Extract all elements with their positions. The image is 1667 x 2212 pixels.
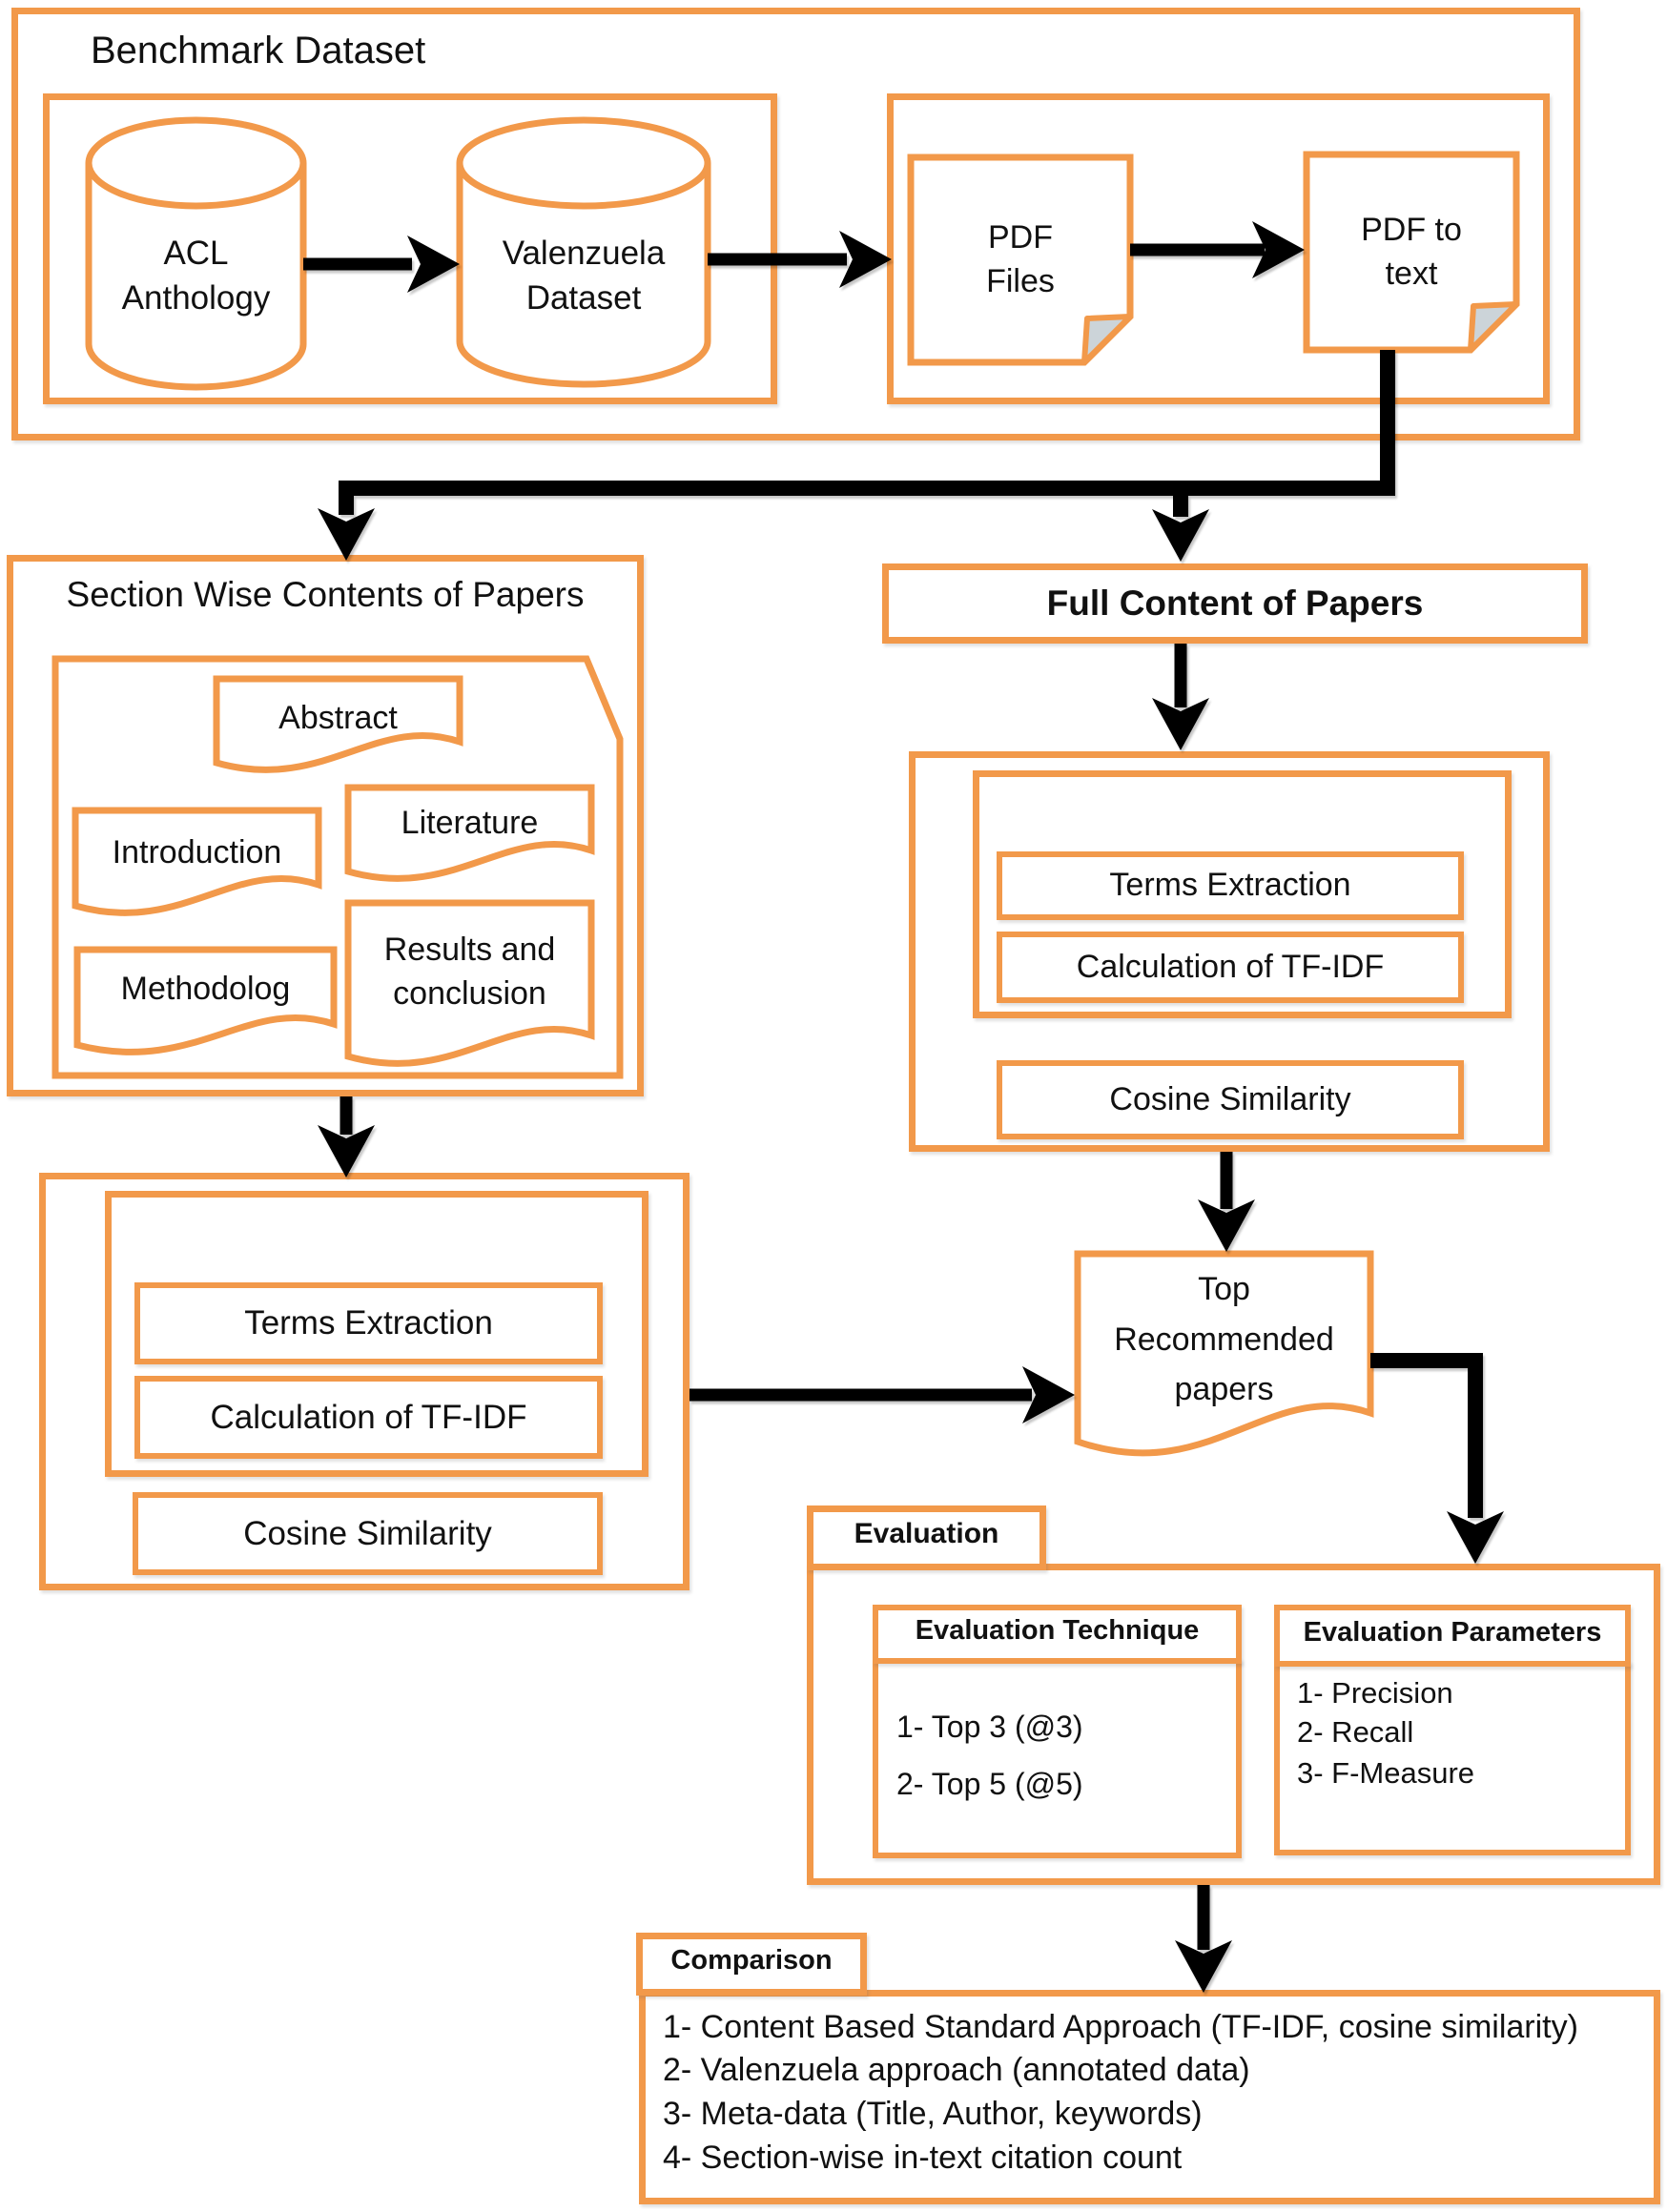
arrowhead-evaluation-to-comparison [1175, 1940, 1232, 1993]
section-tfidf-box [134, 1376, 603, 1459]
literature-label: Literature [401, 805, 539, 842]
section-terms-extraction-box [134, 1282, 603, 1364]
comparison-tab-label: Comparison [670, 1945, 833, 1976]
introduction-label: Introduction [112, 834, 282, 871]
arrowhead-to-section-wise [318, 508, 375, 561]
full-content-cosine-label: Cosine Similarity [1109, 1080, 1351, 1117]
full-content-terms-extraction-label: Terms Extraction [1109, 867, 1351, 904]
evaluation-parameters-header: Evaluation Parameters [1303, 1616, 1602, 1648]
section-cosine-label: Cosine Similarity [243, 1514, 492, 1552]
abstract-label: Abstract [278, 699, 398, 736]
arrowhead-section-to-pipeline [318, 1125, 375, 1178]
pdf-files-document-icon [907, 154, 1134, 366]
arrowhead-fullcontent-to-pipeline [1152, 698, 1209, 750]
section-tfidf-label: Calculation of TF-IDF [210, 1398, 527, 1436]
section-wise-title: Section Wise Contents of Papers [66, 575, 585, 615]
section-wise-contents-box [7, 555, 644, 1096]
evaluation-technique-item: 2- Top 5 (@5) [896, 1767, 1083, 1802]
arrowhead-acl-to-valenzuela [407, 236, 460, 293]
valenzuela-dataset-label: Valenzuela Dataset [502, 234, 666, 317]
arrowhead-leftpipeline-to-toprec [1022, 1366, 1075, 1423]
evaluation-parameters-item: 1- Precision [1297, 1676, 1453, 1710]
evaluation-technique-header: Evaluation Technique [915, 1615, 1200, 1647]
top-recommended-label: Top Recommended papers [1114, 1270, 1334, 1408]
top-recommended-doc-shape [1074, 1250, 1374, 1457]
pdf-to-text-document-icon [1303, 151, 1520, 354]
comparison-tab [636, 1933, 867, 1996]
literature-doc-shape [344, 784, 595, 882]
arrowhead-toprec-to-evaluation [1447, 1511, 1504, 1564]
benchmark-dataset-label: Benchmark Dataset [91, 30, 426, 72]
results-conclusion-label: Results and conclusion [383, 931, 556, 1012]
comparison-item: 2- Valenzuela approach (annotated data) [663, 2052, 1250, 2089]
comparison-main-box [639, 1990, 1660, 2204]
evaluation-parameters-header-box [1274, 1605, 1631, 1667]
methodology-doc-shape [73, 946, 338, 1055]
introduction-doc-shape [72, 807, 322, 916]
results-conclusion-doc-shape [344, 899, 595, 1067]
full-content-terms-extraction-box [997, 851, 1464, 920]
full-content-cosine-box [997, 1060, 1464, 1139]
connector-toprec-to-evaluation [1370, 1353, 1483, 1518]
full-content-pipeline-inner-box [973, 770, 1512, 1018]
evaluation-technique-item: 1- Top 3 (@3) [896, 1710, 1083, 1745]
comparison-item: 4- Section-wise in-text citation count [663, 2140, 1183, 2177]
evaluation-tab [807, 1505, 1046, 1570]
section-pipeline-inner-box [105, 1191, 648, 1477]
comparison-item: 1- Content Based Standard Approach (TF-I… [663, 2009, 1578, 2046]
pdf-processing-box [887, 93, 1550, 404]
comparison-item: 3- Meta-data (Title, Author, keywords) [663, 2096, 1203, 2133]
arrowhead-pdf-to-text [1252, 221, 1305, 278]
section-terms-extraction-label: Terms Extraction [244, 1304, 493, 1342]
evaluation-technique-header-box [873, 1605, 1242, 1664]
methodology-label: Methodolog [120, 971, 291, 1008]
full-content-box [882, 563, 1588, 644]
evaluation-tab-label: Evaluation [854, 1518, 999, 1550]
arrowhead-pipeline-to-toprec [1198, 1199, 1255, 1252]
evaluation-parameters-item: 3- F-Measure [1297, 1756, 1475, 1791]
acl-anthology-label: ACL Anthology [121, 234, 271, 317]
pdf-to-text-label: PDF to text [1361, 211, 1462, 292]
arrowhead-valenzuela-to-pdf [839, 231, 892, 288]
abstract-doc-shape [213, 675, 463, 773]
section-cosine-box [133, 1492, 603, 1575]
benchmark-dataset-group-box [11, 8, 1580, 440]
connector-pdftext-branch [339, 350, 1395, 515]
evaluation-parameters-item: 2- Recall [1297, 1715, 1414, 1750]
dataset-sources-box [43, 93, 777, 404]
valenzuela-database-icon [456, 116, 711, 388]
section-pipeline-outer-box [39, 1173, 689, 1590]
full-content-pipeline-outer-box [909, 751, 1550, 1152]
full-content-tfidf-label: Calculation of TF-IDF [1076, 948, 1385, 985]
evaluation-main-box [807, 1564, 1660, 1885]
full-content-tfidf-box [997, 932, 1464, 1003]
arrowhead-to-full-content [1152, 509, 1209, 562]
full-content-label: Full Content of Papers [1046, 584, 1424, 624]
acl-anthology-database-icon [85, 116, 307, 391]
pdf-files-label: PDF Files [986, 218, 1055, 299]
flow-arrows [303, 221, 1504, 1993]
